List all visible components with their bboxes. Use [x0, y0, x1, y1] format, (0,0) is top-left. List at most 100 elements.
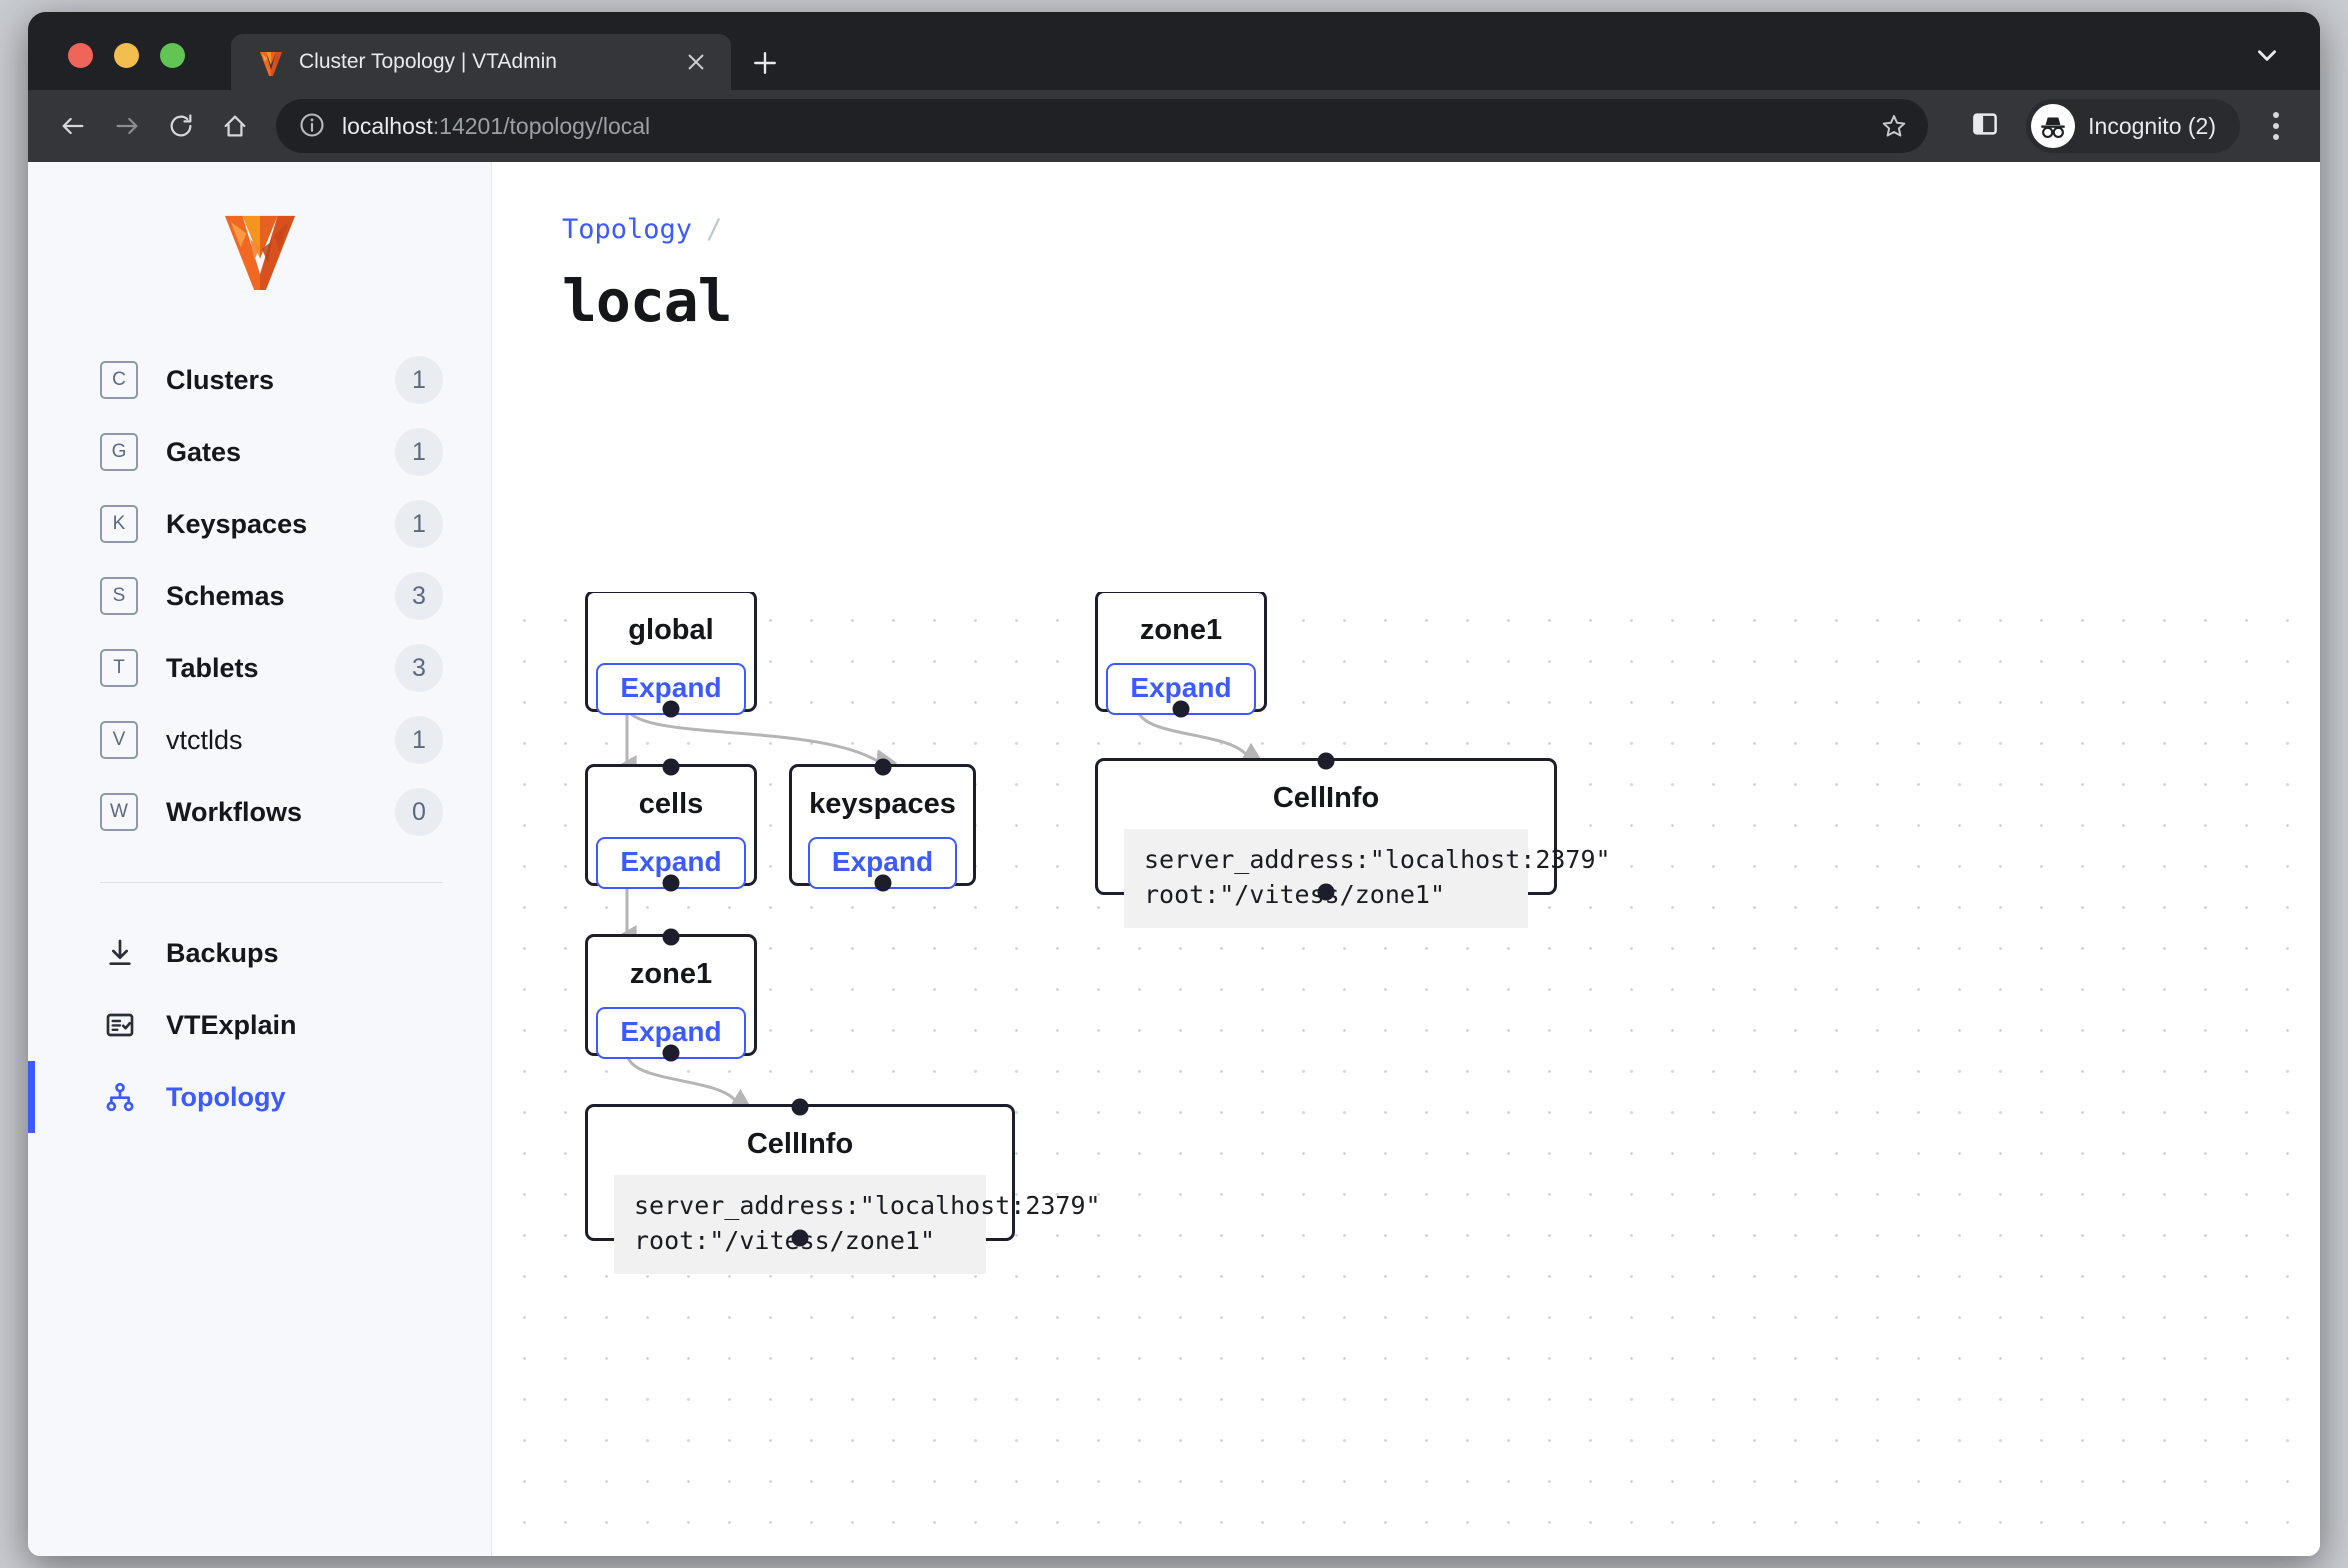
- sidebar-item-count: 1: [395, 356, 443, 404]
- topology-node-cells[interactable]: cells Expand: [585, 758, 757, 892]
- node-handle-bottom[interactable]: [1317, 883, 1335, 901]
- url-host: localhost: [342, 112, 433, 139]
- breadcrumb: Topology /: [562, 214, 2320, 245]
- node-title: zone1: [1139, 614, 1223, 646]
- node-handle-bottom[interactable]: [874, 874, 891, 892]
- node-handle-top[interactable]: [662, 758, 680, 776]
- letter-s-icon: S: [100, 577, 138, 615]
- plus-icon[interactable]: [746, 44, 784, 82]
- sidebar-item-tablets[interactable]: T Tablets 3: [28, 632, 491, 704]
- arrow-right-icon[interactable]: [100, 99, 154, 153]
- profile-chip[interactable]: Incognito (2): [2026, 99, 2240, 153]
- chevron-down-icon[interactable]: [2248, 40, 2286, 70]
- sidebar-item-clusters[interactable]: C Clusters 1: [28, 344, 491, 416]
- profile-label: Incognito (2): [2088, 112, 2216, 139]
- letter-k-icon: K: [100, 505, 138, 543]
- node-handle-top[interactable]: [791, 1098, 809, 1116]
- checklist-icon: [100, 1005, 140, 1045]
- browser-window: Cluster Topology | VTAdmin: [28, 12, 2320, 1556]
- breadcrumb-topology-link[interactable]: Topology: [562, 214, 693, 245]
- url-text: localhost:14201/topology/local: [342, 113, 1874, 140]
- active-indicator: [28, 1061, 35, 1133]
- close-window-button[interactable]: [68, 43, 93, 68]
- sidebar-item-gates[interactable]: G Gates 1: [28, 416, 491, 488]
- node-title: keyspaces: [809, 788, 956, 820]
- browser-toolbar: localhost:14201/topology/local Incognito…: [28, 90, 2320, 162]
- app-sidebar: C Clusters 1 G Gates 1 K Keyspaces 1: [28, 162, 492, 1556]
- sidebar-item-backups[interactable]: Backups: [28, 917, 491, 989]
- topology-node-zone1-root[interactable]: zone1 Expand: [1095, 592, 1267, 718]
- sidebar-item-schemas[interactable]: S Schemas 3: [28, 560, 491, 632]
- sidebar-item-label: Workflows: [166, 796, 303, 827]
- topology-node-cellinfo-bottom[interactable]: CellInfo server_address:"localhost:2379"…: [585, 1098, 1101, 1274]
- letter-g-icon: G: [100, 433, 138, 471]
- breadcrumb-separator: /: [706, 214, 723, 245]
- arrow-left-icon[interactable]: [46, 99, 100, 153]
- node-title: CellInfo: [746, 1128, 854, 1160]
- edge-global-keyspaces: [625, 708, 898, 774]
- sidebar-item-label: Schemas: [166, 580, 285, 611]
- minimize-window-button[interactable]: [114, 43, 139, 68]
- kebab-menu-icon[interactable]: [2254, 104, 2298, 148]
- sidebar-item-label: Backups: [166, 937, 279, 968]
- sidebar-item-count: 3: [395, 644, 443, 692]
- expand-button[interactable]: Expand: [596, 1006, 746, 1059]
- star-icon[interactable]: [1874, 106, 1914, 146]
- expand-button[interactable]: Expand: [1106, 662, 1256, 715]
- node-handle-bottom[interactable]: [662, 874, 680, 892]
- node-handle-top[interactable]: [874, 758, 891, 776]
- node-handle-bottom[interactable]: [1172, 700, 1190, 718]
- topology-node-keyspaces[interactable]: keyspaces Expand: [789, 758, 976, 892]
- edge-zone1-cellinfo: [625, 1054, 753, 1110]
- sidebar-item-count: 1: [395, 428, 443, 476]
- vitess-logo[interactable]: [28, 192, 491, 344]
- sidebar-item-count: 0: [395, 788, 443, 836]
- primary-nav: C Clusters 1 G Gates 1 K Keyspaces 1: [28, 344, 491, 848]
- sidebar-item-label: Gates: [166, 436, 242, 467]
- topology-node-global[interactable]: global Expand: [585, 592, 757, 718]
- info-circle-icon[interactable]: [298, 111, 328, 141]
- node-title: cells: [638, 788, 704, 820]
- sidebar-item-vtexplain[interactable]: VTExplain: [28, 989, 491, 1061]
- vitess-logo-icon: [257, 48, 285, 76]
- tab-strip: Cluster Topology | VTAdmin: [28, 12, 2320, 90]
- sidebar-item-label: Topology: [166, 1081, 286, 1112]
- node-title: global: [628, 614, 714, 646]
- address-bar[interactable]: localhost:14201/topology/local: [276, 99, 1929, 153]
- edge-zone1root-cellinfo: [1135, 708, 1264, 764]
- sidebar-item-label: VTExplain: [166, 1009, 297, 1040]
- cellinfo-code: server_address:"localhost:2379" root:"/v…: [1124, 828, 1611, 928]
- close-icon[interactable]: [679, 45, 713, 79]
- letter-t-icon: T: [100, 649, 138, 687]
- sidebar-item-label: vtctlds: [166, 724, 243, 755]
- page-viewport: C Clusters 1 G Gates 1 K Keyspaces 1: [28, 162, 2320, 1556]
- node-handle-bottom[interactable]: [791, 1229, 809, 1247]
- home-icon[interactable]: [208, 99, 262, 153]
- node-handle-bottom[interactable]: [662, 700, 680, 718]
- sidebar-item-vtctlds[interactable]: V vtctlds 1: [28, 704, 491, 776]
- reload-icon[interactable]: [154, 99, 208, 153]
- sidebar-item-count: 1: [395, 500, 443, 548]
- topology-edges: [615, 708, 1264, 1110]
- sidebar-item-workflows[interactable]: W Workflows 0: [28, 776, 491, 848]
- node-handle-top[interactable]: [662, 928, 680, 946]
- node-title: CellInfo: [1272, 782, 1380, 814]
- node-handle-top[interactable]: [1317, 752, 1335, 770]
- node-handle-bottom[interactable]: [662, 1044, 680, 1062]
- tab-title: Cluster Topology | VTAdmin: [299, 50, 557, 73]
- download-icon: [100, 933, 140, 973]
- cellinfo-code: server_address:"localhost:2379" root:"/v…: [614, 1174, 1101, 1274]
- sidebar-item-count: 3: [395, 572, 443, 620]
- side-panel-icon[interactable]: [1970, 109, 2004, 143]
- browser-tab[interactable]: Cluster Topology | VTAdmin: [231, 34, 731, 90]
- sidebar-item-keyspaces[interactable]: K Keyspaces 1: [28, 488, 491, 560]
- incognito-icon: [2031, 104, 2076, 148]
- topology-node-cellinfo-right[interactable]: CellInfo server_address:"localhost:2379"…: [1095, 752, 1611, 928]
- maximize-window-button[interactable]: [160, 43, 185, 68]
- sidebar-item-count: 1: [395, 716, 443, 764]
- topology-canvas[interactable]: global Expand zone1 Expand cells Expand: [492, 592, 2320, 1556]
- topology-node-zone1-child[interactable]: zone1 Expand: [585, 928, 757, 1062]
- url-path: :14201/topology/local: [432, 112, 651, 139]
- sidebar-item-topology[interactable]: Topology: [28, 1061, 491, 1133]
- topology-icon: [100, 1077, 140, 1117]
